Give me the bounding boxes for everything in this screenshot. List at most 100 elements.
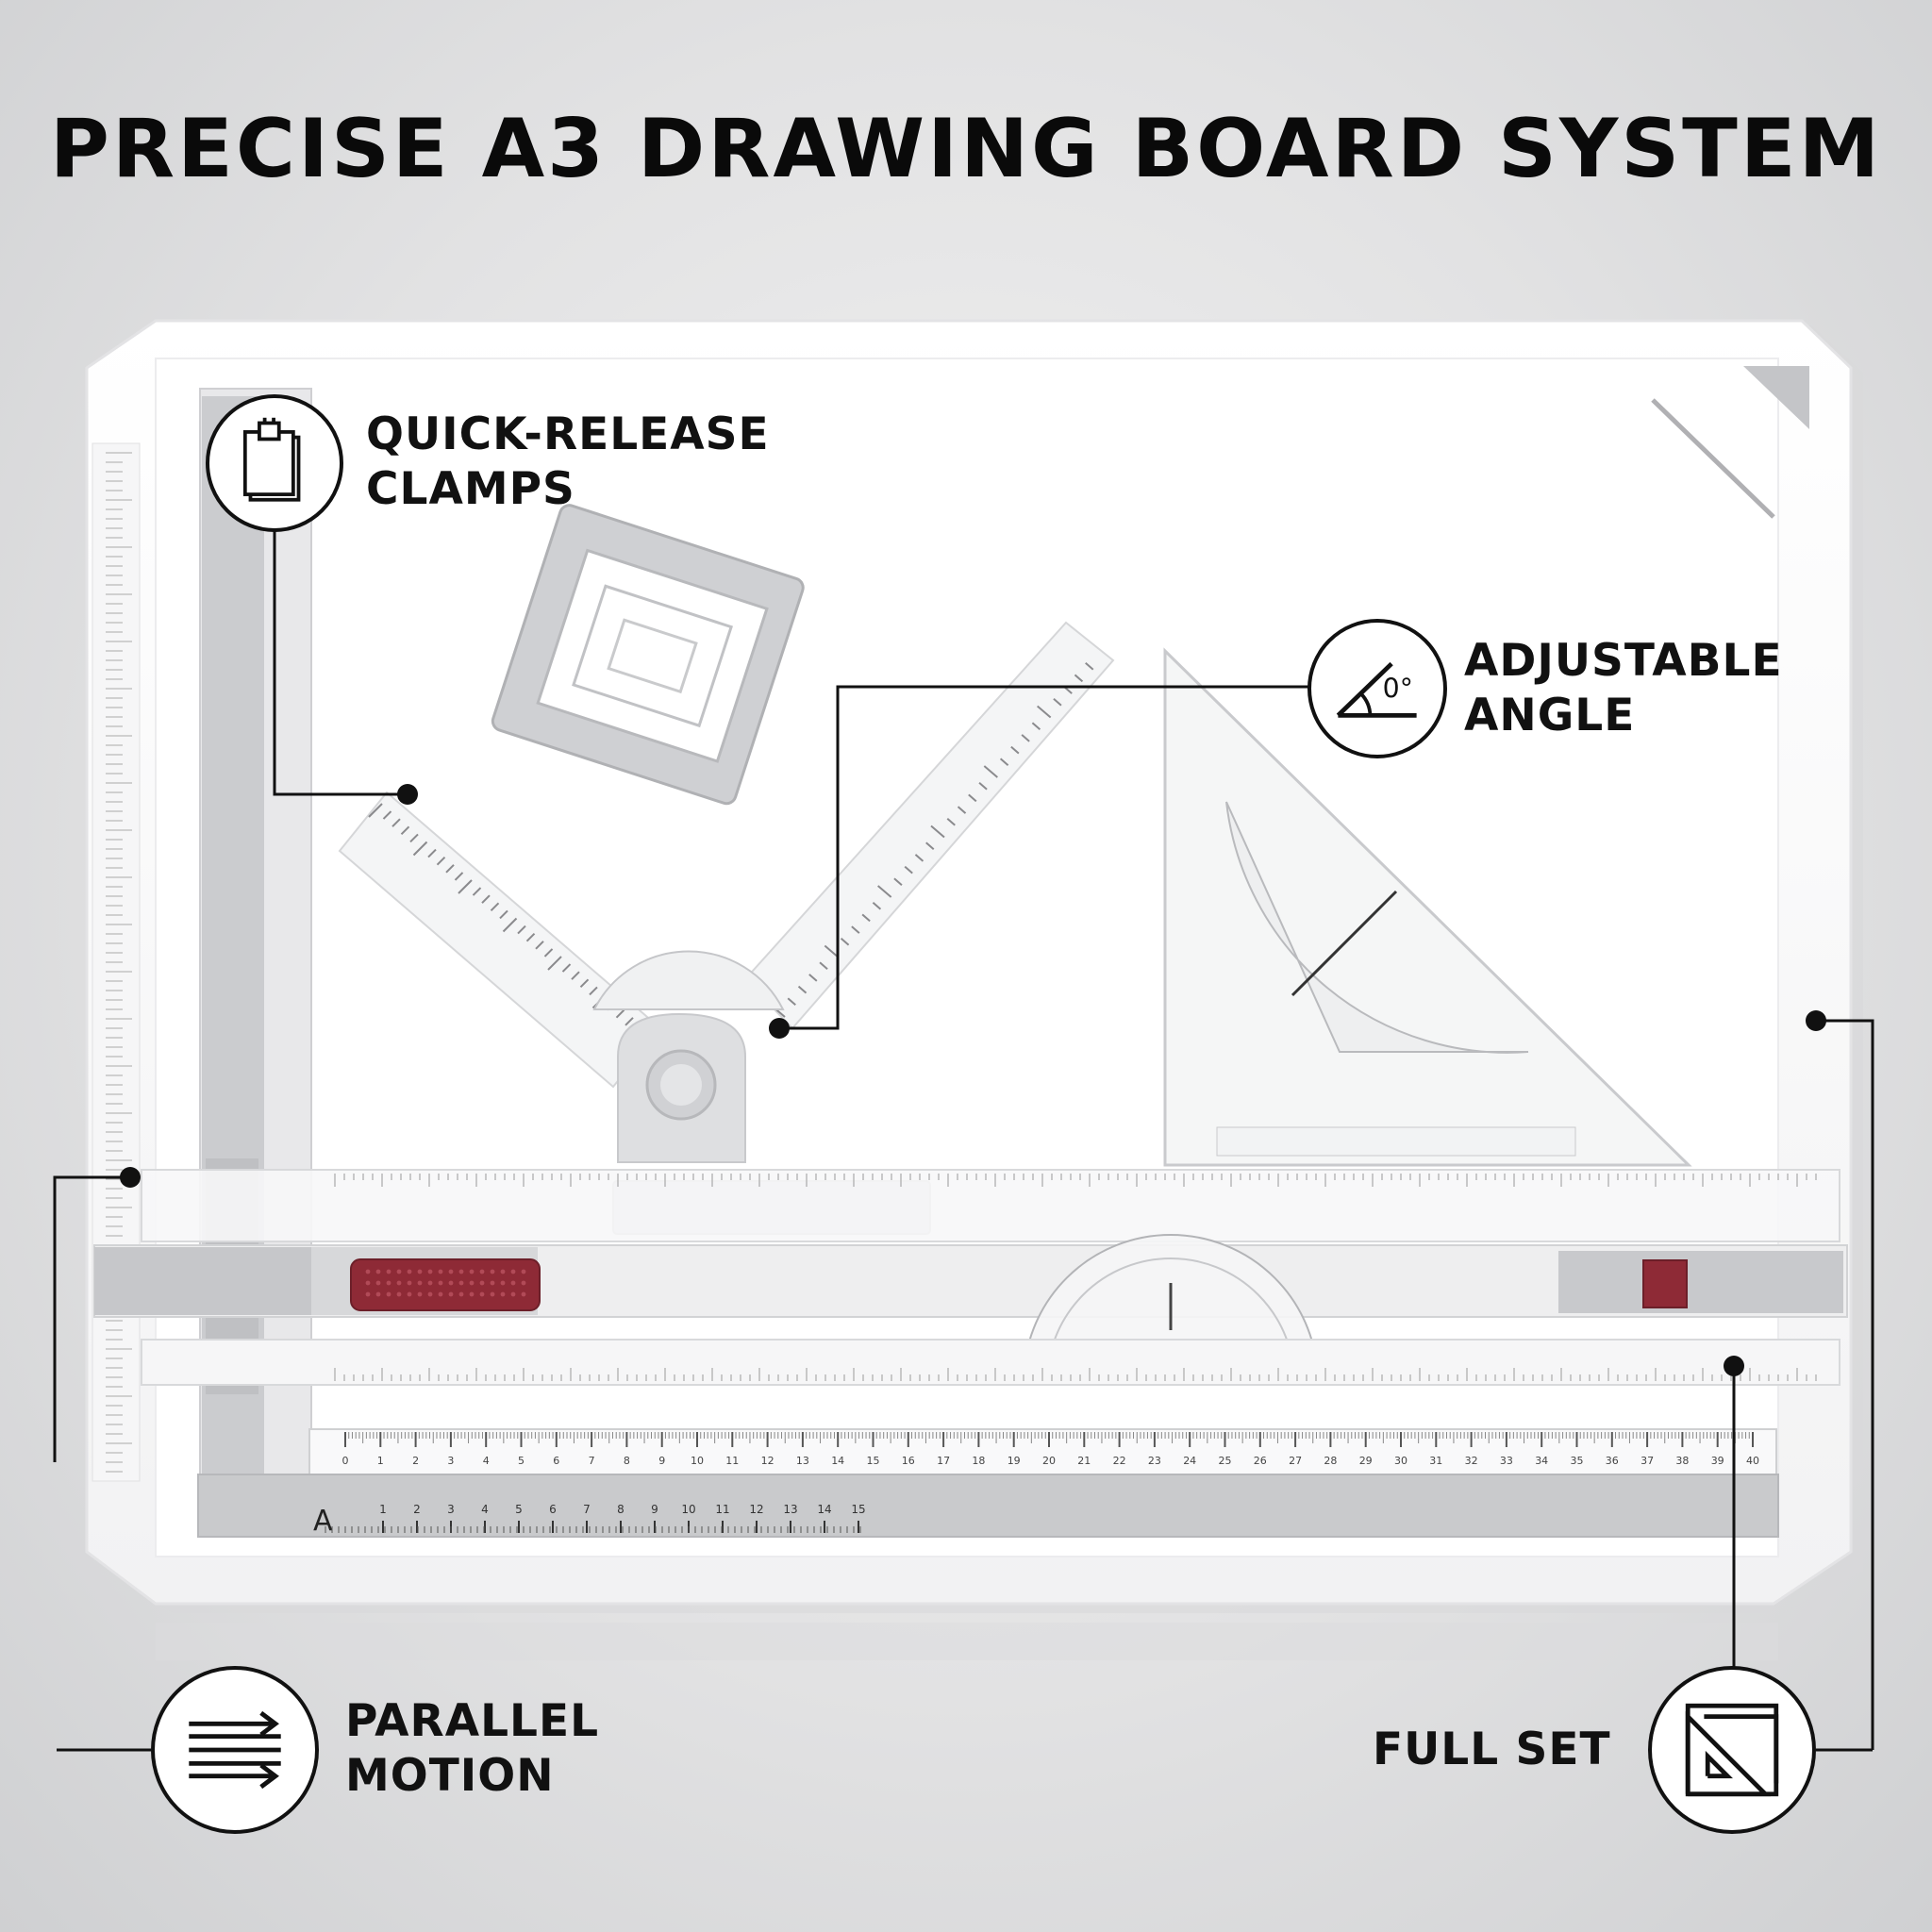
clamp-grip-dot xyxy=(386,1280,391,1286)
clamp-grip-dot xyxy=(438,1280,443,1286)
bottom-ruler-tick-label: 15 xyxy=(867,1455,880,1467)
right-arm-tick xyxy=(819,961,828,970)
bottom-ruler-tick-label: 35 xyxy=(1571,1455,1584,1467)
right-arm-tick xyxy=(1037,705,1052,719)
clamp-grip-dot xyxy=(500,1269,506,1274)
bottom-ruler-tick-label: 29 xyxy=(1359,1455,1373,1467)
bottom-ruler-tick-label: 26 xyxy=(1254,1455,1267,1467)
left-arm-tick xyxy=(490,902,500,912)
callout-clamps-line2: CLAMPS xyxy=(366,463,575,515)
clamp-grip-dot xyxy=(458,1291,464,1297)
clamp-grip-dot xyxy=(521,1269,526,1274)
base-scale-label: 3 xyxy=(447,1503,455,1516)
bottom-ruler-tick-label: 1 xyxy=(377,1455,384,1467)
left-arm-tick xyxy=(499,909,508,920)
corner-clip xyxy=(1743,366,1809,429)
callout-angle-line1: ADJUSTABLE xyxy=(1464,635,1783,687)
base-scale-label: 14 xyxy=(817,1503,831,1516)
bottom-ruler-tick-label: 7 xyxy=(589,1455,595,1467)
callout-fullset-line1: FULL SET xyxy=(1373,1724,1611,1775)
bottom-ruler-tick-label: 12 xyxy=(761,1455,774,1467)
left-arm-tick xyxy=(400,825,410,836)
set-square xyxy=(1163,647,1692,1167)
lower-ruler-ticks xyxy=(334,1368,1817,1381)
bottom-ruler-tick-label: 36 xyxy=(1606,1455,1619,1467)
base-scale-label: 11 xyxy=(715,1503,729,1516)
bottom-ruler xyxy=(308,1428,1777,1475)
base-scale-label: 7 xyxy=(583,1503,591,1516)
right-arm-tick xyxy=(957,806,967,814)
bottom-ruler-tick-label: 33 xyxy=(1500,1455,1513,1467)
callout-lines xyxy=(53,528,1874,1752)
clamp-grip-dot xyxy=(375,1269,381,1274)
clamp-grip-dot xyxy=(386,1291,391,1297)
callout-parallel-line1: PARALLEL xyxy=(345,1695,600,1747)
clamp-grip-dot xyxy=(469,1280,475,1286)
left-arm-tick xyxy=(615,1008,625,1019)
bottom-ruler-tick-label: 38 xyxy=(1675,1455,1689,1467)
left-arm-tick xyxy=(436,856,446,866)
clamp-grip-dot xyxy=(365,1269,371,1274)
lower-parallel-ruler xyxy=(141,1339,1840,1386)
base-scale-label: 2 xyxy=(413,1503,421,1516)
clamp-grip-dot xyxy=(396,1291,402,1297)
base-scale-label: 4 xyxy=(481,1503,489,1516)
angle-degree-icon: 0° xyxy=(1307,619,1447,758)
clamp-grip-dot xyxy=(365,1291,371,1297)
clamp-grip-dot xyxy=(427,1291,433,1297)
bottom-ruler-tick-label: 2 xyxy=(412,1455,419,1467)
clamp-grip-dot xyxy=(500,1291,506,1297)
clipboard-clip-icon xyxy=(206,394,343,532)
left-arm-tick xyxy=(517,924,526,935)
base-scale-label: 12 xyxy=(749,1503,763,1516)
bottom-ruler-tick-label: 0 xyxy=(342,1455,349,1467)
clamp-grip-dot xyxy=(396,1280,402,1286)
left-arm-tick xyxy=(427,848,437,858)
bottom-ruler-tick-label: 24 xyxy=(1183,1455,1196,1467)
clamp-grip-dot xyxy=(458,1269,464,1274)
right-arm-tick xyxy=(840,938,850,946)
base-scale-label: 13 xyxy=(783,1503,797,1516)
clamp-grip-dot xyxy=(458,1280,464,1286)
clamp-grip-dot xyxy=(386,1269,391,1274)
bottom-ruler-tick-label: 6 xyxy=(553,1455,559,1467)
clamp-grip-dot xyxy=(365,1280,371,1286)
clamp-grip-dot xyxy=(438,1269,443,1274)
clamp-grip-dot xyxy=(448,1291,454,1297)
clamp-grip-dot xyxy=(427,1269,433,1274)
right-arm-tick xyxy=(1031,722,1041,730)
clamp-grip-dot xyxy=(438,1291,443,1297)
right-arm-tick xyxy=(1021,734,1030,742)
callout-parallel-line2: MOTION xyxy=(345,1750,555,1802)
bottom-ruler-tick-label: 5 xyxy=(518,1455,525,1467)
clamp-grip-dot xyxy=(427,1280,433,1286)
bottom-ruler-tick-label: 39 xyxy=(1711,1455,1724,1467)
right-arm-tick xyxy=(999,758,1009,767)
base-scale-label: 10 xyxy=(681,1503,695,1516)
bottom-ruler-tick-label: 20 xyxy=(1042,1455,1056,1467)
right-arm-tick xyxy=(914,854,924,862)
left-arm-tick xyxy=(458,879,473,894)
bottom-ruler-tick-label: 34 xyxy=(1535,1455,1548,1467)
callout-clamps-line1: QUICK-RELEASE xyxy=(366,408,770,460)
right-arm-tick xyxy=(808,974,818,982)
right-arm-tick xyxy=(893,877,903,887)
bottom-ruler-tick-label: 13 xyxy=(796,1455,809,1467)
left-arm-tick xyxy=(481,894,491,904)
right-arm-tick xyxy=(787,997,796,1007)
base-scale-label: 8 xyxy=(617,1503,625,1516)
clamp-piece xyxy=(491,504,805,806)
right-bar-clamp xyxy=(1558,1251,1843,1313)
base-scale-label: 5 xyxy=(515,1503,523,1516)
clamp-grip-dot xyxy=(490,1269,495,1274)
clamp-grip-dot xyxy=(479,1269,485,1274)
left-arm-tick xyxy=(535,941,544,950)
parallel-arrows-icon xyxy=(151,1666,319,1834)
clamp-grip-dot xyxy=(417,1269,423,1274)
clamp-grip-dot xyxy=(521,1291,526,1297)
bottom-ruler-tick-label: 16 xyxy=(902,1455,915,1467)
right-arm-tick xyxy=(946,818,956,826)
base-scale-label: 9 xyxy=(651,1503,658,1516)
